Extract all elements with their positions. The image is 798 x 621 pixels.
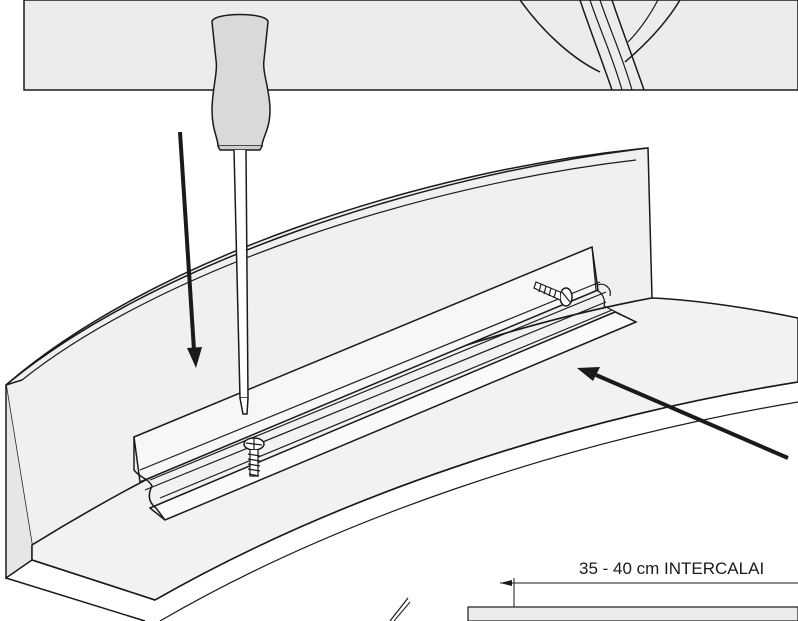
- dimension-label: 35 - 40 cm INTERCALAI: [579, 559, 765, 578]
- down-arrow-icon: [178, 131, 202, 368]
- screw-icon: [533, 281, 573, 307]
- dimension-detail: [389, 578, 798, 621]
- diagonal-arrow-icon: [577, 367, 789, 460]
- metal-rail: [133, 245, 638, 521]
- screwdriver-icon: [211, 13, 271, 415]
- screw-icon: [243, 437, 265, 477]
- top-detail-panel: [23, 0, 798, 91]
